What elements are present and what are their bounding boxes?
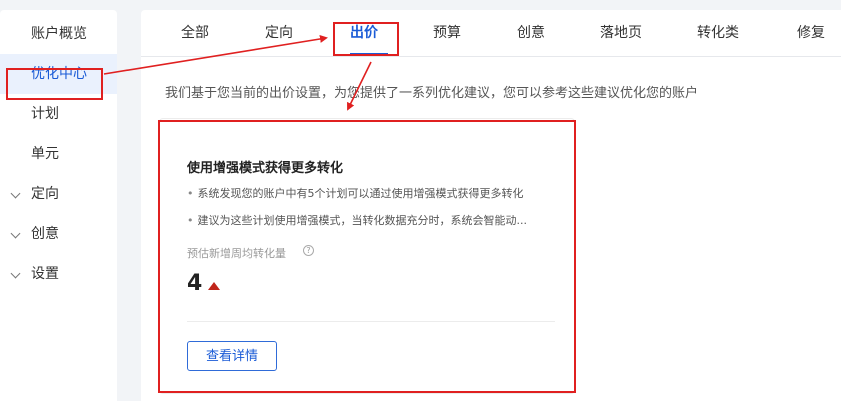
sidebar-item-label: 优化中心	[31, 66, 87, 82]
sidebar-item-creative[interactable]: 创意	[0, 214, 117, 254]
intro-text: 我们基于您当前的出价设置，为您提供了一系列优化建议，您可以参考这些建议优化您的账…	[165, 86, 699, 101]
bullet-text: 系统发现您的账户中有5个计划可以通过使用增强模式获得更多转化	[197, 187, 524, 200]
tab-creative[interactable]: 创意	[517, 25, 545, 41]
tab-all[interactable]: 全部	[181, 25, 209, 41]
card-bullet: •建议为这些计划使用增强模式，当转化数据充分时，系统会智能动...	[187, 212, 527, 228]
chevron-down-icon	[10, 188, 21, 199]
tab-landing-page[interactable]: 落地页	[600, 25, 642, 41]
tab-targeting[interactable]: 定向	[265, 25, 293, 41]
bullet-dot-icon: •	[187, 214, 194, 227]
chevron-down-icon	[10, 228, 21, 239]
bullet-dot-icon: •	[187, 187, 194, 200]
card-title: 使用增强模式获得更多转化	[187, 161, 344, 176]
tab-repair[interactable]: 修复	[797, 25, 825, 41]
tab-bid[interactable]: 出价	[350, 25, 378, 41]
metric-value: 4	[187, 271, 203, 296]
card-bullet: •系统发现您的账户中有5个计划可以通过使用增强模式获得更多转化	[187, 185, 524, 201]
tab-conversion[interactable]: 转化类	[697, 25, 739, 41]
sidebar-item-optimization-center[interactable]: 优化中心	[0, 54, 117, 94]
chevron-down-icon	[10, 268, 21, 279]
main-panel: 全部 定向 出价 预算 创意 落地页 转化类 修复 我们基于您当前的出价设置，为…	[141, 10, 841, 401]
view-details-button[interactable]: 查看详情	[187, 341, 277, 371]
active-tab-indicator	[350, 53, 388, 56]
sidebar-item-label: 账户概览	[31, 26, 87, 42]
card-divider	[187, 321, 555, 322]
sidebar-item-unit[interactable]: 单元	[0, 134, 117, 174]
sidebar-item-label: 计划	[31, 106, 59, 122]
tab-budget[interactable]: 预算	[433, 25, 461, 41]
metric-label: 预估新增周均转化量	[187, 247, 286, 260]
help-icon[interactable]: ?	[303, 245, 314, 256]
sidebar-item-targeting[interactable]: 定向	[0, 174, 117, 214]
sidebar-item-account-overview[interactable]: 账户概览	[0, 14, 117, 54]
sidebar-item-label: 单元	[31, 146, 59, 162]
sidebar-item-plan[interactable]: 计划	[0, 94, 117, 134]
tab-bar: 全部 定向 出价 预算 创意 落地页 转化类 修复	[141, 10, 841, 57]
sidebar-item-label: 创意	[31, 226, 59, 242]
sidebar-item-settings[interactable]: 设置	[0, 254, 117, 294]
sidebar-item-label: 定向	[31, 186, 59, 202]
trend-up-icon	[208, 282, 220, 290]
sidebar-item-label: 设置	[31, 266, 59, 282]
suggestion-card: 使用增强模式获得更多转化 •系统发现您的账户中有5个计划可以通过使用增强模式获得…	[159, 118, 575, 394]
sidebar: 账户概览 优化中心 计划 单元 定向 创意 设置	[0, 10, 117, 401]
bullet-text: 建议为这些计划使用增强模式，当转化数据充分时，系统会智能动...	[197, 214, 528, 227]
